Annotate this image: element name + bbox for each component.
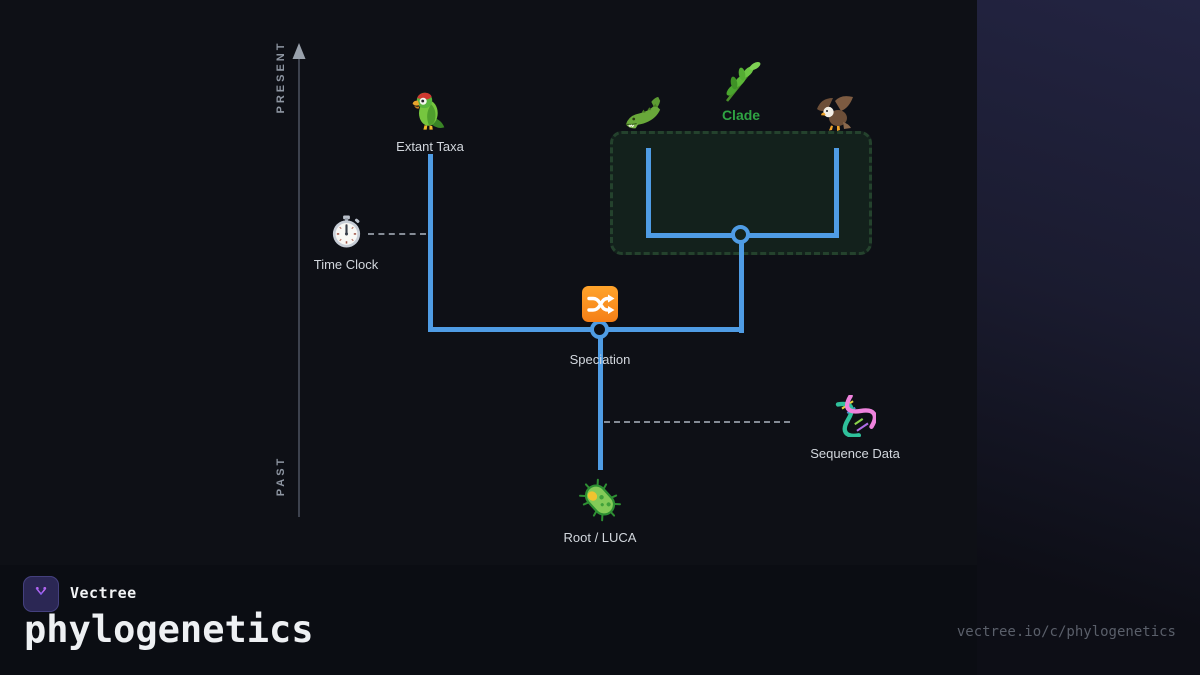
- brand-name: Vectree: [70, 584, 137, 602]
- clade-label: Clade: [721, 107, 761, 123]
- time-clock-label: Time Clock: [313, 257, 379, 272]
- right-accent-panel: [977, 0, 1200, 675]
- herb-icon: [725, 62, 761, 102]
- extant-taxa-label: Extant Taxa: [396, 139, 464, 154]
- branch-clade-left: [646, 148, 651, 238]
- microbe-icon: [579, 478, 621, 522]
- branch-clade-right: [834, 148, 839, 238]
- vectree-logo: [23, 576, 59, 612]
- parrot-icon: [412, 92, 445, 130]
- shuffle-icon: [582, 286, 618, 322]
- branch-clade-stem: [739, 235, 744, 333]
- speciation-node: [590, 320, 609, 339]
- branch-root-stem: [598, 330, 603, 470]
- eagle-icon: [817, 96, 853, 131]
- phylogenetic-tree-diagram: PRESENT PAST Extant Ta: [275, 40, 900, 545]
- time-clock-connector: [368, 233, 426, 235]
- sequence-data-connector: [604, 421, 790, 423]
- root-luca-label: Root / LUCA: [563, 530, 637, 545]
- branching-tree-icon: [35, 587, 47, 602]
- speciation-label: Speciation: [569, 352, 631, 367]
- time-axis-line: [298, 57, 300, 517]
- crocodile-icon: [625, 96, 661, 129]
- page-url: vectree.io/c/phylogenetics: [956, 624, 1176, 640]
- axis-present-label: PRESENT: [275, 40, 287, 114]
- page-title: phylogenetics: [24, 608, 314, 651]
- clade-ancestor-node: [731, 225, 750, 244]
- axis-past-label: PAST: [275, 455, 287, 497]
- sequence-data-label: Sequence Data: [810, 446, 900, 461]
- branch-extant-taxa: [428, 154, 433, 332]
- stopwatch-icon: [332, 215, 361, 248]
- dna-icon: [835, 395, 876, 437]
- branch-main-horizontal: [428, 327, 744, 332]
- up-arrow-icon: [292, 43, 306, 59]
